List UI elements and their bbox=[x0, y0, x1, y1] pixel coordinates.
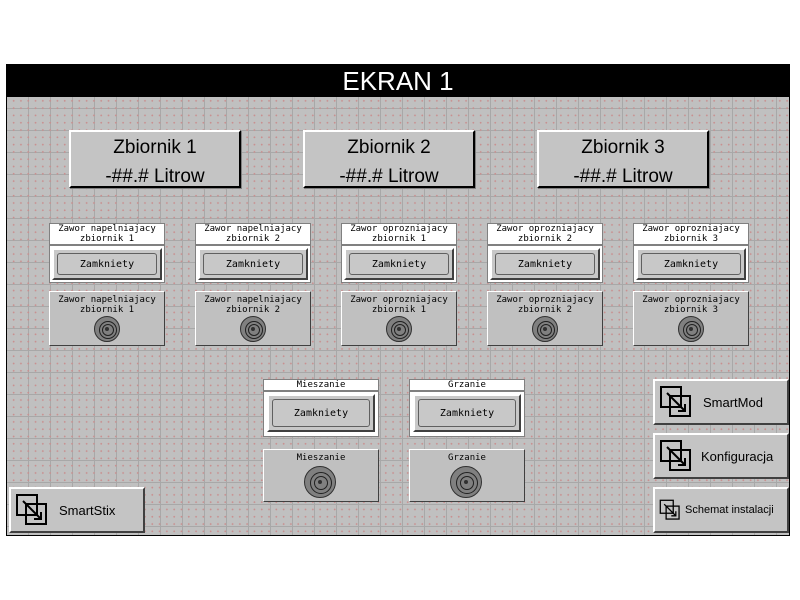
valve-5-state: Zamkniety bbox=[641, 253, 741, 275]
smartstix-button[interactable]: SmartStix bbox=[9, 487, 145, 533]
screen-switch-icon bbox=[660, 440, 691, 471]
heater-state: Zamkniety bbox=[418, 399, 516, 427]
smartmod-label: SmartMod bbox=[703, 394, 763, 410]
valve-2-dial-icon bbox=[240, 316, 266, 342]
valve-1-toggle-button[interactable]: Zamkniety bbox=[52, 248, 162, 280]
tank-3-name: Zbiornik 3 bbox=[581, 137, 665, 158]
valve-4-dial-icon bbox=[532, 316, 558, 342]
tank-2-display: Zbiornik 2 -##.# Litrow bbox=[303, 130, 475, 188]
heater-toggle-button[interactable]: Zamkniety bbox=[413, 394, 521, 432]
valve-3-dial-icon bbox=[386, 316, 412, 342]
valve-4-indicator: Zawor oprozniajacy zbiornik 2 bbox=[487, 291, 603, 346]
smartstix-label: SmartStix bbox=[59, 502, 116, 518]
valve-4-state: Zamkniety bbox=[495, 253, 595, 275]
screen-switch-icon bbox=[16, 494, 47, 525]
tank-1-display: Zbiornik 1 -##.# Litrow bbox=[69, 130, 241, 188]
smartmod-button[interactable]: SmartMod bbox=[653, 379, 789, 425]
valve-1-indicator: Zawor napelniajacy zbiornik 1 bbox=[49, 291, 165, 346]
valve-3-indicator: Zawor oprozniajacy zbiornik 1 bbox=[341, 291, 457, 346]
valve-3-state: Zamkniety bbox=[349, 253, 449, 275]
valve-1-label: Zawor napelniajacy zbiornik 1 bbox=[49, 223, 165, 245]
valve-2-toggle-button[interactable]: Zamkniety bbox=[198, 248, 308, 280]
mixer-state: Zamkniety bbox=[272, 399, 370, 427]
valve-3-label: Zawor oprozniajacy zbiornik 1 bbox=[341, 223, 457, 245]
screen-switch-icon bbox=[659, 499, 680, 520]
valve-5-dial-icon bbox=[678, 316, 704, 342]
hmi-screen: EKRAN 1 Zbiornik 1 -##.# Litrow Zbiornik… bbox=[6, 64, 790, 536]
mixer-toggle-button[interactable]: Zamkniety bbox=[267, 394, 375, 432]
tank-2-name: Zbiornik 2 bbox=[347, 137, 431, 158]
valve-2-label: Zawor napelniajacy zbiornik 2 bbox=[195, 223, 311, 245]
valve-2-state: Zamkniety bbox=[203, 253, 303, 275]
konfiguracja-label: Konfiguracja bbox=[701, 448, 774, 464]
schemat-instalacji-label: Schemat instalacji bbox=[685, 504, 774, 516]
tank-3-display: Zbiornik 3 -##.# Litrow bbox=[537, 130, 709, 188]
valve-5-indicator: Zawor oprozniajacy zbiornik 3 bbox=[633, 291, 749, 346]
valve-2-indicator: Zawor napelniajacy zbiornik 2 bbox=[195, 291, 311, 346]
heater-indicator: Grzanie bbox=[409, 449, 525, 502]
valve-1-state: Zamkniety bbox=[57, 253, 157, 275]
screen-switch-icon bbox=[660, 386, 691, 417]
konfiguracja-button[interactable]: Konfiguracja bbox=[653, 433, 789, 479]
valve-4-label: Zawor oprozniajacy zbiornik 2 bbox=[487, 223, 603, 245]
valve-5-toggle-button[interactable]: Zamkniety bbox=[636, 248, 746, 280]
tank-2-value: -##.# Litrow bbox=[339, 166, 439, 187]
tank-3-value: -##.# Litrow bbox=[573, 166, 673, 187]
valve-4-toggle-button[interactable]: Zamkniety bbox=[490, 248, 600, 280]
mixer-dial-icon bbox=[304, 466, 336, 498]
mixer-label: Mieszanie bbox=[263, 379, 379, 391]
tank-1-name: Zbiornik 1 bbox=[113, 137, 197, 158]
heater-dial-icon bbox=[450, 466, 482, 498]
heater-label: Grzanie bbox=[409, 379, 525, 391]
valve-3-toggle-button[interactable]: Zamkniety bbox=[344, 248, 454, 280]
screen-title: EKRAN 1 bbox=[7, 65, 789, 97]
mixer-indicator: Mieszanie bbox=[263, 449, 379, 502]
valve-1-dial-icon bbox=[94, 316, 120, 342]
schemat-instalacji-button[interactable]: Schemat instalacji bbox=[653, 487, 789, 533]
valve-5-label: Zawor oprozniajacy zbiornik 3 bbox=[633, 223, 749, 245]
tank-1-value: -##.# Litrow bbox=[105, 166, 205, 187]
